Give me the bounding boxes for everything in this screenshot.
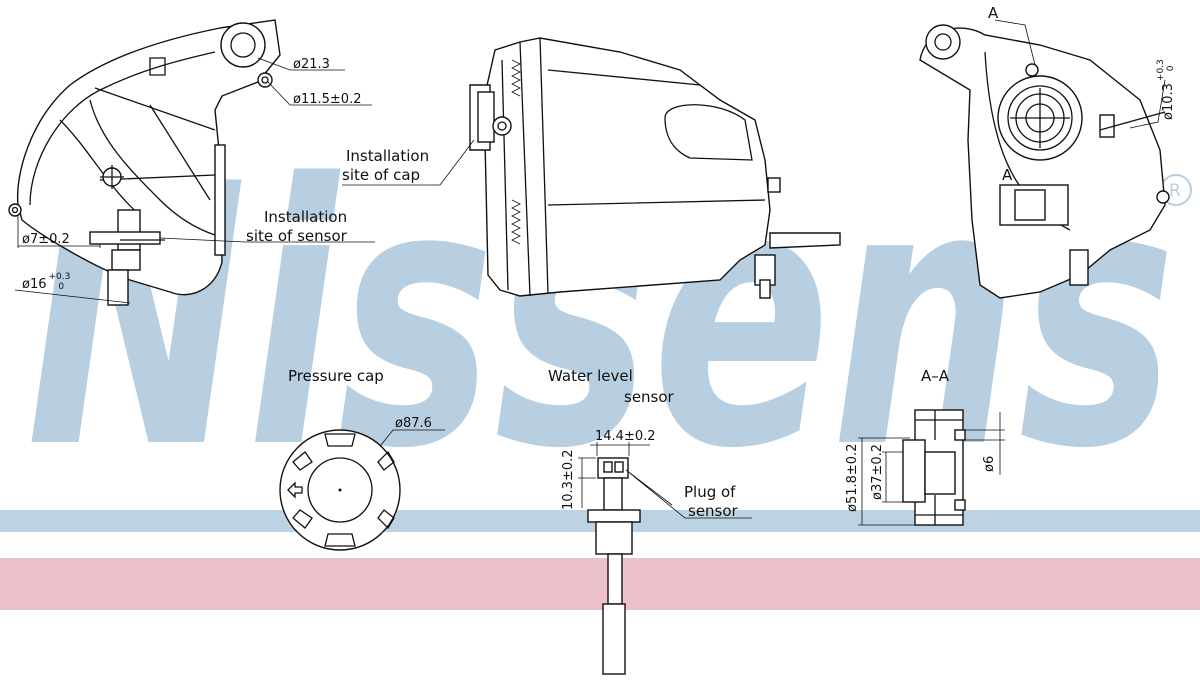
tank-left-view [8, 19, 281, 306]
dim-d10-3-tol0: 0 [1166, 65, 1176, 71]
dim-d10-3: ø10.3 +0.30 [1156, 59, 1176, 120]
right-view-annotations: A A ø10.3 +0.30 [988, 4, 1176, 184]
tank-center-view [469, 37, 841, 299]
section-a-bottom: A [1002, 166, 1013, 184]
section-aa-dim-a: ø51.8±0.2 [845, 444, 860, 512]
section-aa-title: A–A [921, 367, 950, 385]
sensor-dim-w: 14.4±0.2 [595, 429, 656, 444]
section-a-top: A [988, 4, 999, 22]
sensor-site-label-2: site of sensor [246, 227, 348, 245]
pressure-cap-drawing [279, 429, 401, 551]
pressure-cap-title: Pressure cap [288, 367, 384, 385]
water-level-sensor-drawing [587, 457, 641, 675]
dim-d10-3-value: ø10.3 [1161, 83, 1176, 120]
svg-text:R: R [1169, 181, 1181, 201]
dim-d11-5: ø11.5±0.2 [293, 92, 361, 107]
sensor-site-label-1: Installation [264, 208, 347, 226]
section-aa-drawing [902, 409, 966, 526]
dim-d10-3-tol: +0.3 [1156, 59, 1166, 81]
sensor-title-1: Water level [548, 367, 633, 385]
tank-right-view [919, 24, 1170, 299]
dim-d16-tol: +0.3 [49, 272, 71, 282]
sensor-title-2: sensor [624, 388, 675, 406]
dim-d16-tol0: 0 [58, 282, 64, 292]
dim-d16-value: ø16 [22, 277, 47, 292]
plug-label-1: Plug of [684, 483, 736, 501]
section-aa-dim-c: ø6 [982, 456, 997, 472]
section-aa-dim-b: ø37±0.2 [870, 444, 885, 500]
pink-band [0, 558, 1200, 610]
cap-site-callout: Installation site of cap [342, 139, 475, 186]
sensor-dim-h: 10.3±0.2 [561, 449, 576, 510]
plug-label-2: sensor [688, 502, 739, 520]
cap-site-label-2: site of cap [342, 166, 420, 184]
dim-d7: ø7±0.2 [22, 232, 70, 247]
sensor-site-callout: Installation site of sensor [159, 208, 375, 245]
dim-d21-3: ø21.3 [293, 57, 330, 72]
cap-site-label-1: Installation [346, 147, 429, 165]
pressure-cap-dim: ø87.6 [395, 416, 432, 431]
